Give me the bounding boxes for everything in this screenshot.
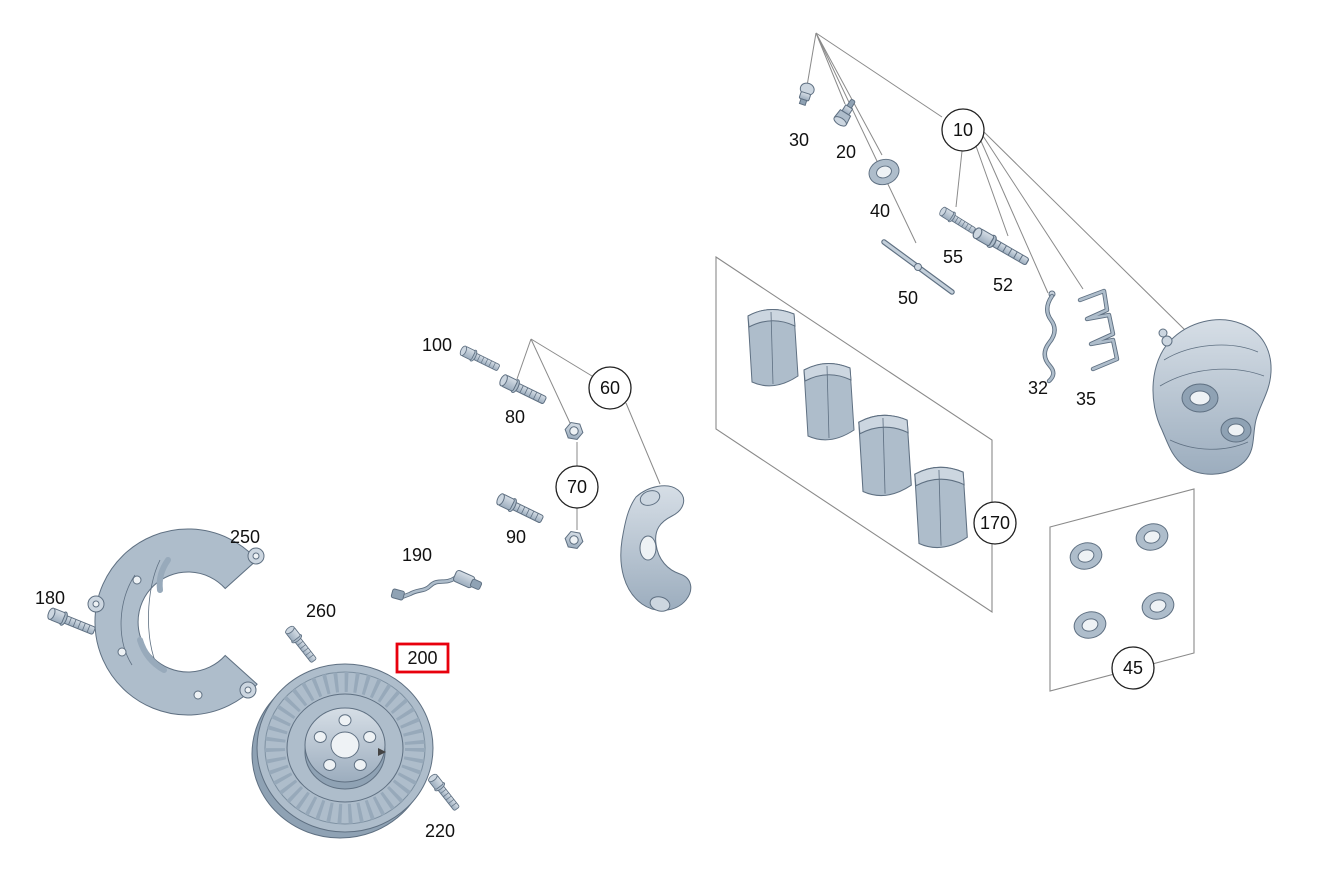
brake-pad[interactable] (858, 414, 912, 497)
callout-180[interactable]: 180 (35, 588, 65, 608)
callout-32[interactable]: 32 (1028, 378, 1048, 398)
callout-70[interactable]: 70 (555, 465, 599, 509)
brake-pad[interactable] (747, 308, 799, 387)
part-50-guide-pin[interactable] (881, 239, 955, 295)
part-70-nut-lower[interactable] (563, 530, 585, 550)
seal-ring[interactable] (1070, 607, 1110, 643)
part-260-bolt[interactable] (283, 623, 320, 665)
seal-ring[interactable] (1132, 519, 1172, 555)
svg-text:45: 45 (1123, 658, 1143, 678)
part-55-bolt[interactable] (937, 205, 978, 237)
leader-lines (516, 32, 1187, 530)
seal-ring[interactable] (1066, 538, 1106, 574)
part-250-splash-shield[interactable] (87, 528, 265, 716)
callout-52[interactable]: 52 (993, 275, 1013, 295)
brake-pad[interactable] (803, 362, 855, 441)
disc-direction-mark (378, 748, 386, 756)
callout-220[interactable]: 220 (425, 821, 455, 841)
callout-40[interactable]: 40 (870, 201, 890, 221)
part-20-bleeder-valve[interactable] (832, 96, 859, 128)
lug-hole (363, 731, 377, 743)
highlight-box (395, 642, 450, 674)
svg-text:10: 10 (953, 120, 973, 140)
callout-50[interactable]: 50 (898, 288, 918, 308)
callout-45[interactable]: 45 (1111, 646, 1155, 690)
seal-kit-box (1049, 488, 1195, 692)
svg-text:70: 70 (567, 477, 587, 497)
part-32-spring-clip[interactable] (1042, 290, 1057, 384)
callout-190[interactable]: 190 (402, 545, 432, 565)
brake-pad[interactable] (914, 466, 968, 549)
caliper-bleeder-nub (1161, 335, 1173, 347)
part-52-guide-bolt[interactable] (970, 225, 1032, 269)
callout-260[interactable]: 260 (306, 601, 336, 621)
part-caliper-housing[interactable] (1152, 319, 1272, 475)
part-220-bolt[interactable] (426, 771, 463, 813)
callout-10[interactable]: 10 (941, 108, 985, 152)
callout-55[interactable]: 55 (943, 247, 963, 267)
callout-200-highlighted[interactable]: 200 (395, 642, 450, 674)
lug-hole (313, 731, 327, 743)
sensor-connector (390, 588, 405, 601)
svg-text:170: 170 (980, 513, 1010, 533)
seal-ring[interactable] (1138, 588, 1178, 624)
part-35-retaining-spring[interactable] (1077, 288, 1120, 372)
lug-hole (353, 759, 367, 771)
callouts: 30 20 40 55 50 52 32 35 100 80 90 250 18… (35, 108, 1155, 841)
part-190-wear-sensor[interactable] (390, 569, 483, 601)
svg-text:60: 60 (600, 378, 620, 398)
part-200-brake-disc[interactable] (251, 663, 434, 839)
part-30-cap[interactable] (796, 81, 816, 106)
svg-text:200: 200 (407, 648, 437, 668)
callout-20[interactable]: 20 (836, 142, 856, 162)
part-100-bolt[interactable] (458, 343, 502, 374)
part-170-brake-pads[interactable] (747, 308, 968, 549)
part-40-seal-ring[interactable] (865, 155, 903, 189)
part-90-bolt[interactable] (494, 491, 546, 527)
lug-hole (338, 714, 352, 727)
part-45-seal-kit[interactable] (1066, 519, 1178, 643)
callout-90[interactable]: 90 (506, 527, 526, 547)
callout-100[interactable]: 100 (422, 335, 452, 355)
callout-60[interactable]: 60 (588, 366, 632, 410)
part-60-caliper-bracket[interactable] (620, 485, 692, 614)
brake-pads-box (715, 255, 993, 614)
callout-35[interactable]: 35 (1076, 389, 1096, 409)
disc-center-bore (330, 731, 360, 759)
callout-250[interactable]: 250 (230, 527, 260, 547)
part-70-nut-upper[interactable] (563, 421, 585, 441)
callout-80[interactable]: 80 (505, 407, 525, 427)
callout-30[interactable]: 30 (789, 130, 809, 150)
callout-170[interactable]: 170 (973, 501, 1017, 545)
disc-vent-slots (265, 672, 425, 824)
part-180-bolt[interactable] (45, 605, 98, 638)
part-80-bolt[interactable] (497, 372, 549, 408)
lug-hole (323, 759, 337, 771)
